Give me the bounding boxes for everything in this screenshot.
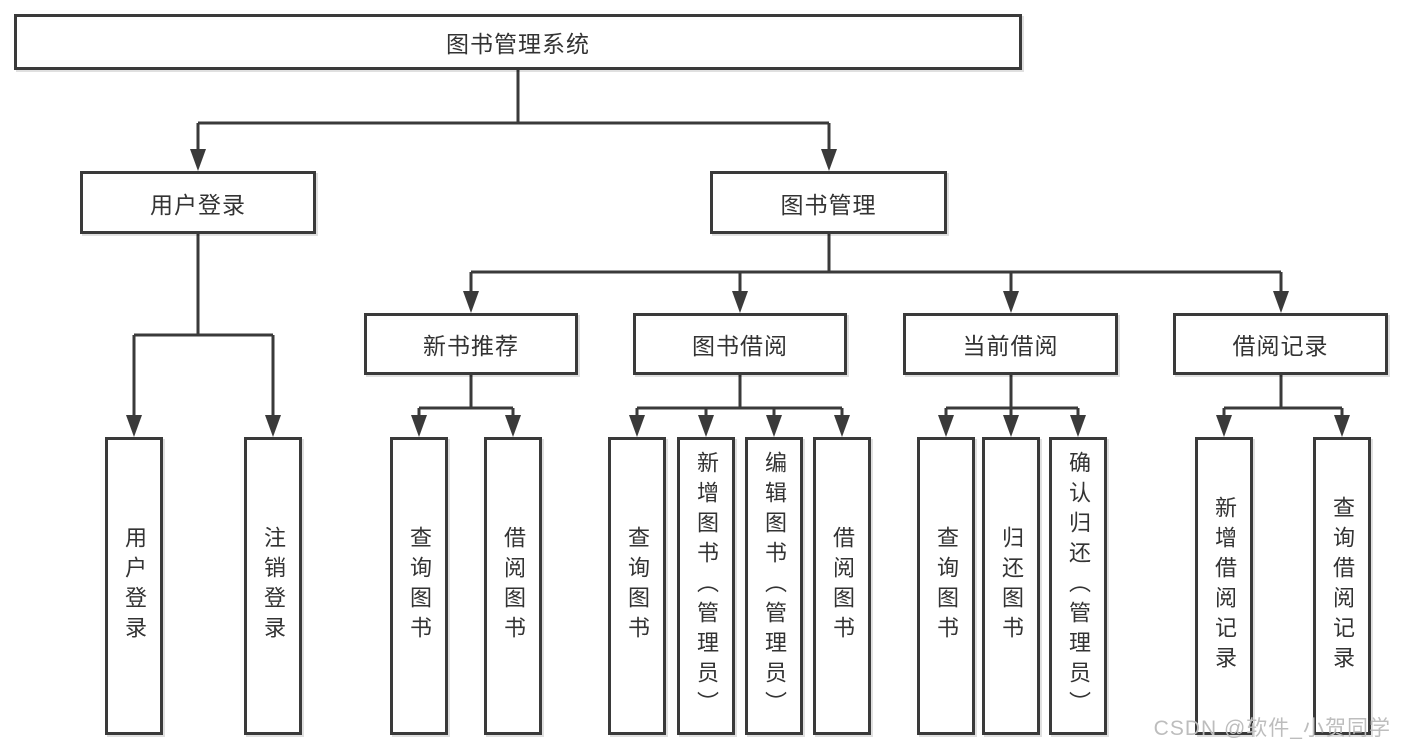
- leaf-return-books: 归还图书: [982, 437, 1040, 735]
- leaf-edit-books-admin: 编辑图书（管理员）: [745, 437, 803, 735]
- arrowhead: [126, 415, 142, 437]
- leaf-user-login: 用户登录: [105, 437, 163, 735]
- arrowhead: [732, 291, 748, 313]
- arrowhead: [411, 415, 427, 437]
- leaf-label: 注销登录: [261, 526, 286, 646]
- leaf-borrow-books: 借阅图书: [813, 437, 871, 735]
- node-label: 图书借阅: [692, 333, 788, 359]
- node-borrowing-records: 借阅记录: [1173, 313, 1388, 375]
- node-label: 用户登录: [150, 191, 246, 218]
- leaf-confirm-return-admin: 确认归还（管理员）: [1049, 437, 1107, 735]
- arrowhead: [190, 149, 206, 171]
- node-label: 新书推荐: [423, 333, 519, 359]
- leaf-logout: 注销登录: [244, 437, 302, 735]
- leaf-query-books-current: 查询图书: [917, 437, 975, 735]
- node-user-login-branch: 用户登录: [80, 171, 316, 234]
- leaf-label: 确认归还（管理员）: [1066, 451, 1091, 721]
- arrowhead: [505, 415, 521, 437]
- leaf-label: 借阅图书: [830, 526, 855, 646]
- arrowhead: [629, 415, 645, 437]
- arrowhead: [698, 415, 714, 437]
- csdn-watermark: CSDN @软件_小贺同学: [1153, 717, 1391, 740]
- leaf-query-books-borrowing: 查询图书: [608, 437, 666, 735]
- arrowhead: [463, 291, 479, 313]
- leaf-label: 新增图书（管理员）: [694, 451, 719, 721]
- leaf-label: 查询图书: [625, 526, 650, 646]
- leaf-add-books-admin: 新增图书（管理员）: [677, 437, 735, 735]
- node-book-management-branch: 图书管理: [710, 171, 947, 234]
- arrowhead: [938, 415, 954, 437]
- leaf-borrow-books-recommend: 借阅图书: [484, 437, 542, 735]
- leaf-label: 查询图书: [934, 526, 959, 646]
- leaf-label: 用户登录: [122, 526, 147, 646]
- arrowhead: [1003, 415, 1019, 437]
- leaf-label: 新增借阅记录: [1212, 496, 1237, 676]
- leaf-label: 归还图书: [999, 526, 1024, 646]
- leaf-label: 查询借阅记录: [1330, 496, 1355, 676]
- node-label: 借阅记录: [1232, 333, 1329, 359]
- node-current-borrowing: 当前借阅: [903, 313, 1118, 375]
- arrowhead: [834, 415, 850, 437]
- node-book-borrowing: 图书借阅: [633, 313, 847, 375]
- arrowhead: [1216, 415, 1232, 437]
- arrowhead: [1003, 291, 1019, 313]
- leaf-label: 编辑图书（管理员）: [762, 451, 787, 721]
- arrowhead: [766, 415, 782, 437]
- leaf-query-borrow-record: 查询借阅记录: [1313, 437, 1371, 735]
- node-label: 图书管理: [780, 191, 877, 218]
- arrowhead: [265, 415, 281, 437]
- node-label: 当前借阅: [962, 333, 1059, 359]
- arrowhead: [1334, 415, 1350, 437]
- arrowhead: [821, 149, 837, 171]
- arrowhead: [1070, 415, 1086, 437]
- node-root-label: 图书管理系统: [446, 31, 590, 57]
- node-root: 图书管理系统: [14, 14, 1022, 70]
- leaf-label: 查询图书: [407, 526, 432, 646]
- leaf-label: 借阅图书: [501, 526, 526, 646]
- leaf-add-borrow-record: 新增借阅记录: [1195, 437, 1253, 735]
- node-new-book-recommend: 新书推荐: [364, 313, 578, 375]
- arrowhead: [1273, 291, 1289, 313]
- leaf-query-books-recommend: 查询图书: [390, 437, 448, 735]
